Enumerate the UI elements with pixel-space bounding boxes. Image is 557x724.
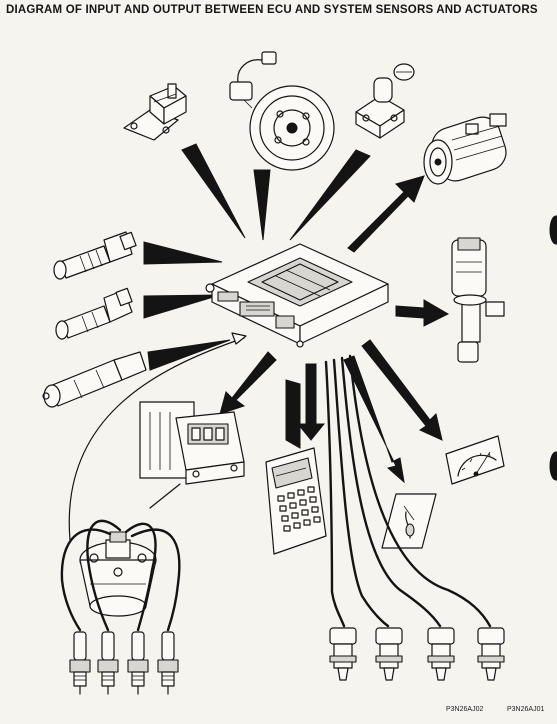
figure-reference-code-2: P3N26AJ01 — [507, 706, 545, 713]
arrow-head-ecu-input — [231, 332, 247, 345]
injector-4 — [477, 627, 505, 681]
binder-hole-marks — [549, 215, 557, 481]
wire-ecu-to-distributor — [68, 337, 245, 541]
arrow-to-ignition — [219, 351, 277, 415]
tachometer — [445, 435, 505, 485]
wedge-air-temp-sensor — [143, 294, 221, 319]
wedge-tester-input — [285, 379, 301, 449]
diagram-title: DIAGRAM OF INPUT AND OUTPUT BETWEEN ECU … — [6, 4, 538, 16]
wedge-manifold-sensor — [181, 143, 246, 239]
oxygen-sensor — [42, 351, 147, 408]
ecu-unit — [205, 243, 389, 348]
air-temperature-sensor — [55, 287, 133, 340]
spark-plugs — [69, 631, 179, 695]
injector-2 — [375, 627, 403, 681]
wedge-coolant-sensor — [143, 241, 223, 265]
wedge-throttle-sensor — [289, 149, 371, 241]
figure-reference-code-1: P3N26AJ02 — [446, 706, 484, 713]
arrow-to-tachometer — [361, 339, 443, 441]
wedge-oxygen-sensor — [147, 339, 231, 371]
ac-compressor — [423, 113, 507, 185]
arrow-to-idle-valve — [395, 299, 450, 327]
arrow-to-tester — [296, 363, 326, 441]
distributor — [79, 531, 157, 617]
injectors — [329, 627, 505, 681]
injector-wiring — [324, 354, 492, 628]
warning-lamp — [381, 493, 437, 549]
diagnostic-tester — [265, 447, 327, 555]
injector-3 — [427, 627, 455, 681]
ignition-module — [139, 401, 245, 509]
input-signal-wedges — [143, 143, 371, 449]
spark-plug-3 — [127, 631, 149, 695]
arrow-to-compressor — [347, 175, 425, 253]
idle-air-valve — [451, 237, 505, 363]
throttle-potentiometer — [355, 63, 415, 139]
wedge-crank-sensor — [253, 169, 271, 241]
crankshaft-sensor — [229, 51, 335, 171]
spark-plug-2 — [97, 631, 119, 695]
output-arrows — [68, 175, 450, 541]
spark-plug-4 — [157, 631, 179, 695]
injector-1 — [329, 627, 357, 681]
spark-plug-1 — [69, 631, 91, 695]
ht-leads — [60, 519, 181, 632]
manifold-pressure-sensor — [123, 83, 187, 141]
coolant-temperature-sensor — [53, 231, 137, 280]
arrow-to-lamp — [343, 355, 405, 484]
tester-keypad — [277, 486, 321, 532]
